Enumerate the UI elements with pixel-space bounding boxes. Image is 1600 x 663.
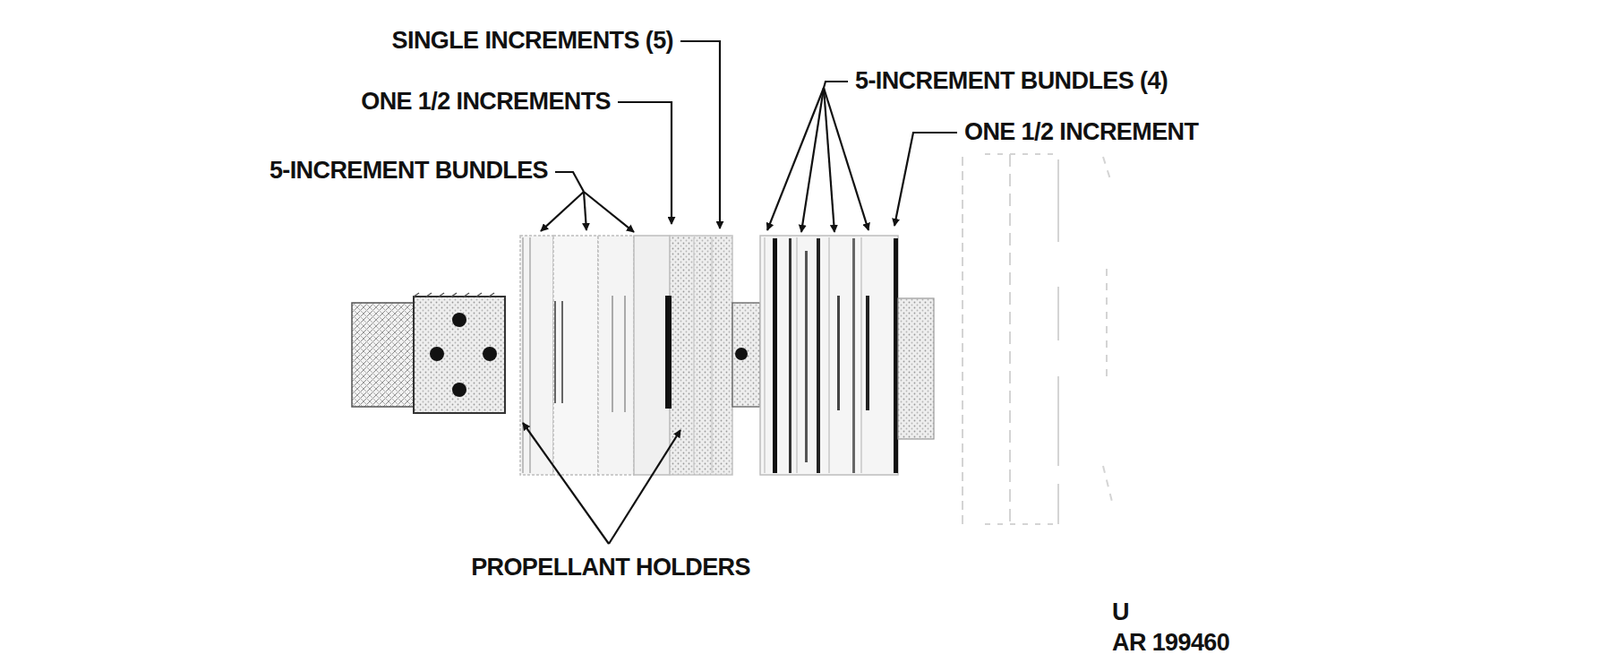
- drawing-part: [1103, 156, 1113, 502]
- part-label: PROPELLANT HOLDERS: [470, 554, 751, 582]
- drawing-part: [823, 87, 869, 231]
- drawing-part: [669, 235, 733, 475]
- drawing-part: [608, 429, 681, 544]
- drawing-part: [764, 237, 862, 473]
- drawing-part: [804, 250, 808, 463]
- part-label: AR 199460: [1112, 629, 1230, 657]
- drawing-part: [693, 237, 712, 473]
- drawing-part: [522, 237, 531, 473]
- drawing-part: [540, 191, 584, 232]
- drawing-part: [598, 235, 634, 475]
- drawing-part: [801, 87, 824, 232]
- drawing-part: [522, 422, 609, 544]
- faded-fins: [962, 154, 1113, 524]
- drawing-part: [984, 154, 1057, 524]
- drawing-part: [612, 295, 625, 412]
- drawing-part: [583, 191, 587, 231]
- part-label: ONE 1/2 INCREMENT: [964, 119, 1198, 146]
- drawing-part: [865, 295, 870, 411]
- drawing-part: [823, 81, 848, 88]
- drawing-part: [961, 156, 964, 524]
- drawing-part: [665, 295, 672, 409]
- drawing-part: [735, 347, 748, 360]
- part-label: 5-INCREMENT BUNDLES (4): [855, 68, 1168, 95]
- drawing-part: [680, 41, 720, 229]
- drawing-part: [452, 312, 467, 327]
- drawing-part: [1009, 154, 1011, 524]
- drawing-part: [852, 238, 856, 473]
- drawing-part: [583, 191, 634, 232]
- drawing-part: [429, 346, 445, 361]
- tail-boom: [351, 292, 505, 413]
- drawing-part: [520, 235, 554, 475]
- drawing-part: [555, 171, 584, 192]
- part-label: 5-INCREMENT BUNDLES: [269, 157, 548, 185]
- drawing-part: [351, 302, 419, 407]
- right-charge-group: [760, 235, 899, 475]
- drawing-part: [788, 238, 792, 473]
- drawing-part: [772, 238, 778, 473]
- left-charge-group: [520, 235, 733, 475]
- drawing-part: [553, 235, 599, 475]
- drawing-part: [816, 238, 821, 473]
- drawing-part: [555, 300, 563, 403]
- drawing-part: [767, 87, 824, 231]
- drawing-part: [413, 296, 505, 413]
- end-cylinder: [898, 298, 934, 439]
- drawing-part: [837, 295, 840, 411]
- drawing-part: [898, 298, 934, 439]
- drawing-part: [413, 292, 495, 297]
- part-label: ONE 1/2 INCREMENTS: [360, 88, 611, 116]
- drawing-part: [1057, 159, 1060, 524]
- part-label: SINGLE INCREMENTS (5): [392, 27, 674, 55]
- drawing-part: [617, 102, 672, 224]
- drawing-part: [760, 235, 899, 475]
- drawing-part: [452, 382, 467, 397]
- drawing-part: [482, 346, 497, 361]
- drawing-part: [633, 235, 670, 475]
- drawing-part: [893, 238, 899, 473]
- drawing-part: [894, 132, 958, 226]
- middle-boom: [732, 302, 761, 407]
- leader-lines: [522, 41, 958, 544]
- drawing-part: [732, 302, 761, 407]
- drawing-part: [823, 87, 835, 232]
- part-label: U: [1112, 598, 1130, 626]
